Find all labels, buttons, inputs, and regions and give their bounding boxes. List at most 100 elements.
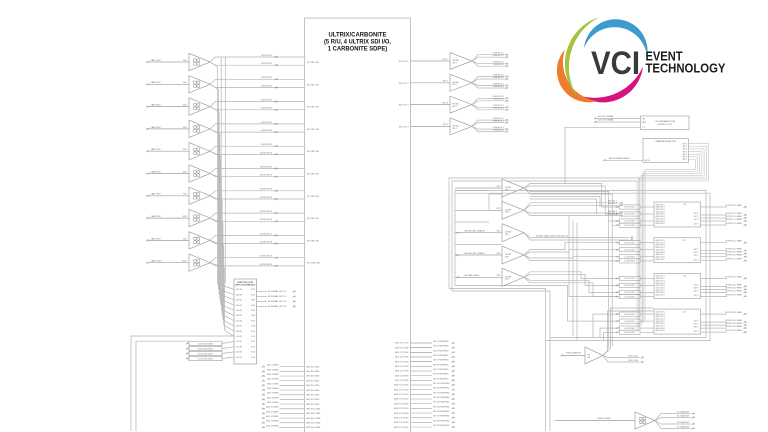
svg-text:AUX OUT 19 HD: AUX OUT 19 HD bbox=[394, 426, 409, 429]
svg-text:AUX IN 7 UMD: AUX IN 7 UMD bbox=[307, 393, 320, 396]
svg-text:4x12G I/O 9: 4x12G I/O 9 bbox=[656, 223, 665, 225]
svg-text:ULTRIX IN 13: ULTRIX IN 13 bbox=[260, 189, 273, 191]
svg-text:AUX OUT 17 HD: AUX OUT 17 HD bbox=[394, 416, 409, 419]
svg-text:MV WALL FEED: MV WALL FEED bbox=[465, 274, 480, 277]
svg-text:4x12G I/O 3: 4x12G I/O 3 bbox=[656, 316, 665, 318]
svg-text:P-11: P-11 bbox=[251, 341, 255, 343]
svg-text:IN 1 SRC HD: IN 1 SRC HD bbox=[307, 62, 319, 64]
svg-text:MV OUT 1: MV OUT 1 bbox=[608, 201, 617, 203]
svg-text:OUT 2: OUT 2 bbox=[694, 216, 699, 218]
svg-text:AUX IN 13 UMD: AUX IN 13 UMD bbox=[307, 421, 321, 424]
svg-text:IN 9 SRC HD: IN 9 SRC HD bbox=[307, 240, 319, 242]
svg-text:OUT 4: OUT 4 bbox=[694, 224, 699, 226]
svg-text:CAM 6 SDI: CAM 6 SDI bbox=[151, 170, 161, 173]
svg-text:9-IN: 9-IN bbox=[183, 238, 187, 240]
svg-text:4x 12G SDI LNK 4: 4x 12G SDI LNK 4 bbox=[198, 358, 214, 360]
svg-text:PGM FD 3.3: PGM FD 3.3 bbox=[493, 105, 504, 107]
svg-text:SDI OUT 1: SDI OUT 1 bbox=[399, 61, 410, 63]
svg-text:AUX 8 SEND: AUX 8 SEND bbox=[267, 396, 279, 399]
svg-text:J-12 IN: J-12 IN bbox=[236, 346, 243, 348]
svg-text:J-05 IN: J-05 IN bbox=[236, 310, 243, 312]
svg-text:4x12G I/O 7: 4x12G I/O 7 bbox=[656, 290, 665, 292]
svg-text:OUT 1: OUT 1 bbox=[694, 249, 699, 251]
svg-text:8-IN: 8-IN bbox=[183, 216, 187, 218]
svg-text:ULTRIX IN 19: ULTRIX IN 19 bbox=[260, 256, 273, 258]
svg-text:IN 7 SRC HD: IN 7 SRC HD bbox=[307, 196, 319, 198]
svg-text:OUT 3: OUT 3 bbox=[694, 219, 699, 221]
svg-text:RX 2: RX 2 bbox=[453, 84, 457, 86]
svg-text:CAM 7 SDI: CAM 7 SDI bbox=[151, 193, 161, 196]
svg-text:IN 5 SRC HD: IN 5 SRC HD bbox=[307, 151, 319, 153]
svg-text:MV 18 PGM FEED: MV 18 PGM FEED bbox=[434, 420, 450, 422]
svg-text:AUX OUT 8 HD: AUX OUT 8 HD bbox=[395, 374, 409, 377]
svg-text:MV 12 PGM FEED: MV 12 PGM FEED bbox=[434, 392, 450, 394]
svg-text:MV 5: MV 5 bbox=[683, 154, 687, 156]
svg-text:MV 4 PGM FEED: MV 4 PGM FEED bbox=[434, 355, 449, 357]
svg-text:DA: DA bbox=[588, 356, 591, 359]
svg-text:MV 4: MV 4 bbox=[683, 151, 687, 153]
svg-text:MTX: MTX bbox=[505, 279, 510, 281]
svg-text:ULTRIX IN 6: ULTRIX IN 6 bbox=[261, 108, 273, 110]
svg-text:ULTRIX IN 20: ULTRIX IN 20 bbox=[260, 264, 273, 266]
svg-text:4K PROJ 4.1 FEED: 4K PROJ 4.1 FEED bbox=[725, 312, 742, 314]
svg-text:MV 6: MV 6 bbox=[683, 157, 687, 159]
svg-text:PGM FD 1.3: PGM FD 1.3 bbox=[493, 62, 504, 64]
svg-text:OUT 4: OUT 4 bbox=[694, 331, 699, 333]
svg-text:ULTRIX IN 15: ULTRIX IN 15 bbox=[260, 211, 273, 213]
svg-text:CAM 10 SDI: CAM 10 SDI bbox=[151, 260, 163, 263]
svg-text:PGM FD 4.2: PGM FD 4.2 bbox=[493, 121, 504, 123]
svg-text:4x12G I/O 1: 4x12G I/O 1 bbox=[656, 204, 665, 206]
svg-text:ULTRIX IN 3: ULTRIX IN 3 bbox=[261, 77, 273, 79]
svg-text:4x12G I/O 7: 4x12G I/O 7 bbox=[656, 254, 665, 256]
svg-text:TECHNOLOGY: TECHNOLOGY bbox=[646, 61, 726, 76]
svg-text:4K PROJ 3.4 FEED: 4K PROJ 3.4 FEED bbox=[725, 290, 742, 292]
svg-text:AUX IN 8 UMD: AUX IN 8 UMD bbox=[307, 398, 320, 401]
svg-text:AUX OUT 16 HD: AUX OUT 16 HD bbox=[394, 412, 409, 415]
svg-text:AUX 2 SEND: AUX 2 SEND bbox=[267, 368, 279, 371]
svg-text:MV 15 PGM FEED: MV 15 PGM FEED bbox=[434, 406, 450, 408]
svg-text:4K/UHD SRC QUAD B: 4K/UHD SRC QUAD B bbox=[465, 252, 486, 255]
svg-text:4K/UHD QUAD LINK 3G SDI OUT 1-: 4K/UHD QUAD LINK 3G SDI OUT 1-4 bbox=[536, 234, 568, 237]
svg-text:AUX IN 14 UMD: AUX IN 14 UMD bbox=[307, 426, 321, 429]
svg-text:HD DA: HD DA bbox=[453, 103, 460, 106]
svg-text:AUX 10 SEND: AUX 10 SEND bbox=[266, 406, 279, 409]
svg-text:4K SIGNAL OUT 3-1: 4K SIGNAL OUT 3-1 bbox=[268, 300, 287, 303]
svg-text:AUX OUT 1 HD: AUX OUT 1 HD bbox=[395, 342, 409, 345]
svg-text:4x12G I/O 1: 4x12G I/O 1 bbox=[656, 240, 665, 242]
svg-text:4K PROJ 2.3 FEED: 4K PROJ 2.3 FEED bbox=[725, 252, 742, 254]
svg-text:J-06 IN: J-06 IN bbox=[236, 315, 243, 317]
svg-text:ULTRIX IN 18: ULTRIX IN 18 bbox=[260, 242, 273, 244]
svg-text:P-04: P-04 bbox=[251, 305, 255, 307]
svg-text:AUX OUT 5 HD: AUX OUT 5 HD bbox=[395, 360, 409, 363]
svg-text:ULTRIX IN 9: ULTRIX IN 9 bbox=[261, 144, 273, 146]
svg-text:B-2 CTRL PANEL: B-2 CTRL PANEL bbox=[598, 119, 615, 122]
svg-text:CAM 9 SDI: CAM 9 SDI bbox=[151, 237, 161, 240]
svg-text:HD DA: HD DA bbox=[453, 124, 460, 127]
svg-text:AUX OUT 10 HD: AUX OUT 10 HD bbox=[394, 384, 409, 387]
svg-text:AUX 9 SEND: AUX 9 SEND bbox=[267, 401, 279, 404]
svg-text:AUX IN 5 UMD: AUX IN 5 UMD bbox=[307, 384, 320, 387]
svg-text:SDI OUT 2: SDI OUT 2 bbox=[399, 83, 410, 85]
svg-text:MV 3: MV 3 bbox=[683, 149, 687, 151]
svg-text:AUX OUT 13 HD: AUX OUT 13 HD bbox=[394, 398, 409, 401]
svg-text:U-4: U-4 bbox=[683, 311, 686, 313]
svg-text:4K PROJ 1.2 FEED: 4K PROJ 1.2 FEED bbox=[725, 213, 742, 215]
svg-text:EVENT: EVENT bbox=[646, 49, 683, 64]
svg-text:4x12G I/O 4: 4x12G I/O 4 bbox=[656, 211, 665, 213]
svg-text:PGM FD 2.4: PGM FD 2.4 bbox=[493, 86, 504, 88]
svg-text:MTX: MTX bbox=[505, 256, 510, 258]
svg-text:P-06: P-06 bbox=[251, 315, 255, 317]
svg-text:TX 4 BACKUP: TX 4 BACKUP bbox=[677, 425, 690, 428]
svg-text:CAM 5 SDI: CAM 5 SDI bbox=[151, 148, 161, 151]
svg-text:P-10: P-10 bbox=[251, 336, 255, 338]
svg-text:4K PROJ 3.1 FEED: 4K PROJ 3.1 FEED bbox=[725, 276, 742, 278]
svg-text:J-10 IN: J-10 IN bbox=[236, 336, 243, 338]
svg-text:PGM TX FEED: PGM TX FEED bbox=[597, 418, 611, 420]
svg-text:4x 12G LNK 4: 4x 12G LNK 4 bbox=[624, 261, 635, 263]
svg-text:4x12G I/O 6: 4x12G I/O 6 bbox=[656, 323, 665, 325]
svg-text:4x12G I/O 4: 4x12G I/O 4 bbox=[656, 247, 665, 249]
svg-text:IN 3 SRC HD: IN 3 SRC HD bbox=[307, 107, 319, 109]
svg-text:4x12G I/O 8: 4x12G I/O 8 bbox=[656, 328, 665, 330]
svg-text:4x12G I/O 9: 4x12G I/O 9 bbox=[656, 259, 665, 261]
svg-text:J-11 IN: J-11 IN bbox=[236, 341, 243, 343]
